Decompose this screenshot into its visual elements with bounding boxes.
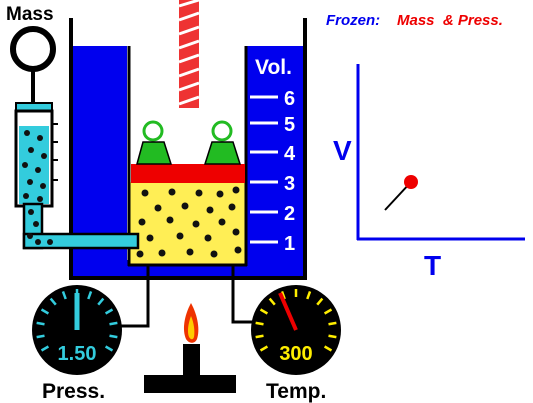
molecule-dot [216, 190, 224, 198]
mass-gauge [10, 26, 58, 208]
molecule-dot [136, 250, 144, 258]
frozen-vars-label: Mass & Press. [397, 12, 503, 29]
gas-cylinder [127, 46, 248, 267]
molecule-dot [181, 202, 189, 210]
pressure-label: Press. [42, 380, 105, 403]
molecule-dot [22, 162, 28, 168]
volume-tick-4: 4 [284, 143, 296, 165]
molecule-dot [195, 189, 203, 197]
pressure-gauge-line [118, 265, 150, 328]
molecule-dot [228, 203, 236, 211]
volume-tick-6: 6 [284, 88, 295, 110]
temperature-gauge-line [231, 265, 256, 324]
pressure-gauge: 1.50 [32, 285, 122, 375]
graph-y-axis-label: V [333, 135, 352, 166]
mass-label: Mass [6, 4, 54, 25]
molecule-dot [232, 228, 240, 236]
molecule-dot [28, 209, 34, 215]
molecule-dot [232, 186, 240, 194]
molecule-dot [37, 196, 43, 202]
molecule-dot [146, 234, 154, 242]
molecule-dot [33, 221, 39, 227]
molecule-dot [24, 130, 30, 136]
molecule-dot [28, 147, 34, 153]
volume-tick-3: 3 [284, 173, 295, 195]
molecule-dot [206, 206, 214, 214]
piston [131, 164, 245, 183]
molecule-dot [168, 188, 176, 196]
burner [144, 303, 236, 393]
weight-right [203, 120, 242, 165]
molecule-dot [218, 218, 226, 226]
molecule-dot [176, 232, 184, 240]
frozen-prefix-label: Frozen: [326, 12, 380, 29]
volume-temperature-graph: V T [333, 64, 525, 281]
temperature-label: Temp. [266, 380, 326, 403]
molecule-dot [210, 250, 218, 258]
temperature-value: 300 [279, 343, 312, 365]
molecule-dot [37, 135, 43, 141]
screw-rod [178, 0, 200, 108]
graph-state-point [404, 175, 418, 189]
molecule-dot [138, 218, 146, 226]
molecule-dot [35, 239, 41, 245]
molecule-dot [234, 246, 242, 254]
molecule-dot [27, 233, 33, 239]
volume-tick-2: 2 [284, 203, 295, 225]
molecule-dot [27, 179, 33, 185]
graph-x-axis-label: T [424, 250, 441, 281]
molecule-dot [186, 248, 194, 256]
volume-scale: Vol. 6 5 4 3 2 1 [250, 56, 296, 255]
molecule-dot [192, 220, 200, 228]
molecule-dot [40, 183, 46, 189]
pressure-value: 1.50 [58, 343, 97, 365]
molecule-dot [158, 249, 166, 257]
weight-left [136, 120, 173, 165]
volume-tick-1: 1 [284, 233, 295, 255]
molecule-dot [141, 189, 149, 197]
volume-tick-5: 5 [284, 114, 295, 136]
molecule-dot [166, 216, 174, 224]
temperature-gauge: 300 [251, 285, 341, 375]
molecule-dot [204, 234, 212, 242]
gas-molecules [136, 186, 242, 258]
molecule-dot [154, 204, 162, 212]
volume-label: Vol. [255, 56, 292, 79]
pressure-pipe [22, 202, 140, 250]
molecule-dot [35, 167, 41, 173]
weights [136, 120, 242, 165]
temperature-needle [278, 292, 298, 331]
molecule-dot [41, 153, 47, 159]
molecule-dot [47, 239, 53, 245]
molecule-dot [23, 193, 29, 199]
